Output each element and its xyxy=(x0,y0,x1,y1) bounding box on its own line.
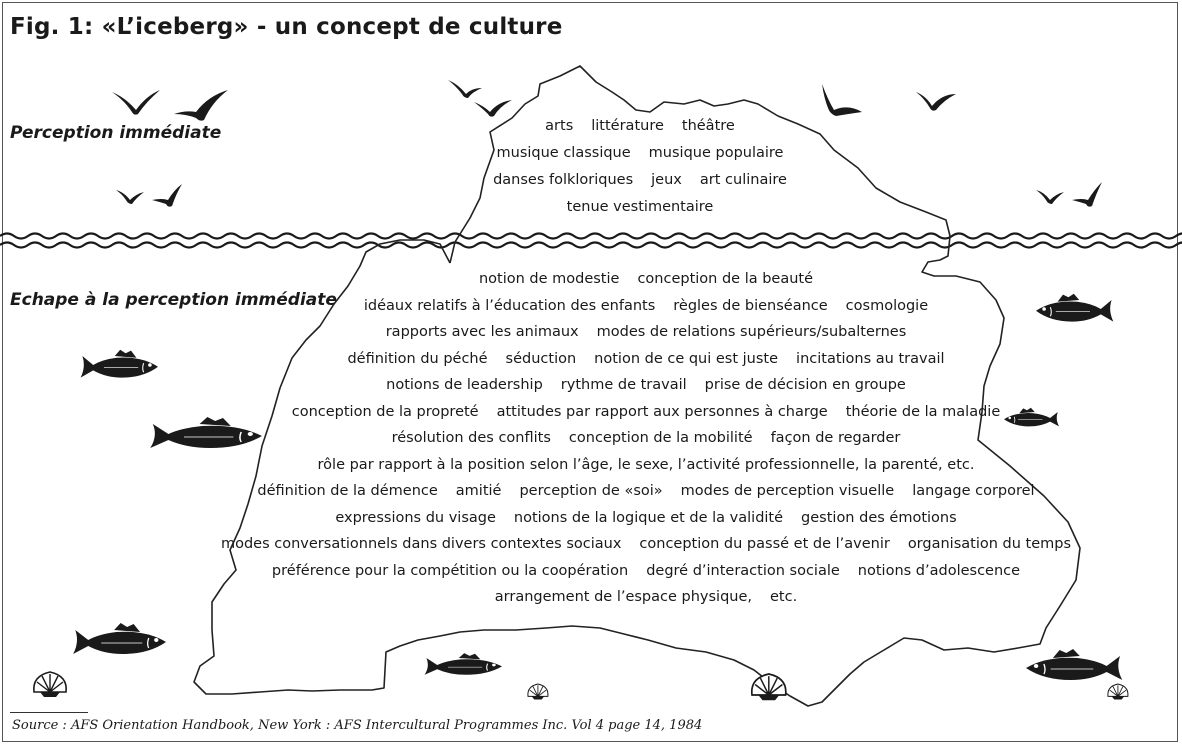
bird-icon xyxy=(448,80,482,98)
concept-item: notions de leadership xyxy=(386,377,543,393)
concept-line: notions de leadership rythme de travail pr… xyxy=(55,377,1182,393)
concept-item: modes de perception visuelle xyxy=(680,483,895,499)
concept-item: modes conversationnels dans divers conte… xyxy=(220,536,622,552)
concept-item: rôle par rapport à la position selon l’â… xyxy=(317,456,975,473)
concept-line: danses folkloriques jeux art culinaire xyxy=(49,172,1182,188)
water-surface-line xyxy=(0,232,1182,240)
water-surface-line-lower xyxy=(0,241,1182,249)
concept-item: degré d’interaction sociale xyxy=(646,562,840,579)
concept-line: préférence pour la compétition ou la coo… xyxy=(55,563,1182,579)
concept-item: théâtre xyxy=(681,118,735,134)
concept-item: amitié xyxy=(455,483,502,499)
concept-item: notion de ce qui est juste xyxy=(594,350,779,367)
figure-title: Fig. 1: «L’iceberg» - un concept de cult… xyxy=(10,14,563,40)
concept-item: notion de modestie xyxy=(478,271,620,287)
concept-item: incitations au travail xyxy=(796,350,945,367)
source-rule xyxy=(10,712,88,713)
concept-item: gestion des émotions xyxy=(801,509,957,526)
concept-item: définition de la démence xyxy=(257,483,438,499)
concept-item: organisation du temps xyxy=(907,536,1072,552)
fish-icon xyxy=(424,652,503,676)
bird-icon xyxy=(916,92,956,111)
shell-icon xyxy=(1107,683,1129,700)
label-perception-immediate: Perception immédiate xyxy=(10,123,222,143)
concept-line: rapports avec les animaux modes de relati… xyxy=(55,324,1182,340)
bird-icon xyxy=(1072,182,1102,207)
bird-icon xyxy=(1036,190,1064,204)
concept-item: façon de regarder xyxy=(770,430,901,446)
concept-item: jeux xyxy=(651,172,682,188)
concept-item: attitudes par rapport aux personnes à ch… xyxy=(496,403,828,420)
concept-line: musique classique musique populaire xyxy=(49,145,1182,161)
concept-item: arts xyxy=(545,118,574,134)
concept-item: art culinaire xyxy=(699,172,787,188)
concept-item: conception de la propreté xyxy=(291,403,479,420)
concept-item: définition du péché xyxy=(347,350,488,367)
concept-item: séduction xyxy=(505,350,577,367)
bird-icon xyxy=(822,84,862,116)
concept-item: langage corporel xyxy=(912,483,1035,499)
concept-line: tenue vestimentaire xyxy=(49,199,1182,215)
concept-item: conception du passé et de l’avenir xyxy=(639,536,890,552)
concept-line: idéaux relatifs à l’éducation des enfant… xyxy=(55,298,1182,314)
concept-line: arts littérature théâtre xyxy=(49,118,1182,134)
concept-item: arrangement de l’espace physique, xyxy=(494,589,753,605)
bird-icon xyxy=(116,190,144,204)
concept-line: rôle par rapport à la position selon l’â… xyxy=(55,457,1182,473)
source-citation: Source : AFS Orientation Handbook, New Y… xyxy=(12,718,703,733)
concept-item: conception de la beauté xyxy=(637,271,814,287)
bird-icon xyxy=(174,90,228,121)
concept-line: conception de la propreté attitudes par r… xyxy=(55,404,1182,420)
concept-item: cosmologie xyxy=(845,297,929,314)
shell-icon xyxy=(527,683,549,700)
concept-item: perception de «soi» xyxy=(519,483,663,499)
iceberg-outline xyxy=(193,65,1081,707)
concept-item: rythme de travail xyxy=(560,377,687,393)
concept-item: musique classique xyxy=(496,145,631,161)
concept-item: prise de décision en groupe xyxy=(704,377,906,393)
concept-item: musique populaire xyxy=(648,145,784,161)
fish-icon xyxy=(1025,648,1123,681)
shell-icon xyxy=(750,673,787,702)
concept-item: résolution des conflits xyxy=(391,430,551,446)
concept-item: règles de bienséance xyxy=(673,297,828,314)
concept-item: idéaux relatifs à l’éducation des enfant… xyxy=(363,297,656,314)
concept-item: expressions du visage xyxy=(335,509,496,526)
concept-item: notions d’adolescence xyxy=(857,562,1021,579)
concept-item: notions de la logique et de la validité xyxy=(513,509,784,526)
bird-icon xyxy=(112,90,160,115)
fish-icon xyxy=(72,622,167,655)
concept-item: etc. xyxy=(770,589,798,605)
concept-line: résolution des conflits conception de la … xyxy=(55,430,1182,446)
shell-icon xyxy=(32,671,67,698)
concept-item: théorie de la maladie xyxy=(845,403,1001,420)
concept-line: modes conversationnels dans divers conte… xyxy=(55,536,1182,552)
concept-item: rapports avec les animaux xyxy=(385,324,579,340)
concept-item: danses folkloriques xyxy=(493,172,634,188)
concept-item: conception de la mobilité xyxy=(568,430,753,446)
concept-line: définition de la démence amitié perception… xyxy=(55,483,1182,499)
concept-item: modes de relations supérieurs/subalterne… xyxy=(596,324,907,340)
concept-item: préférence pour la compétition ou la coo… xyxy=(271,562,629,579)
bird-icon xyxy=(474,100,512,117)
bird-icon xyxy=(152,184,182,207)
concept-line: arrangement de l’espace physique, etc. xyxy=(55,589,1182,605)
concept-item: tenue vestimentaire xyxy=(566,199,714,215)
concept-line: définition du péché séduction notion de ce… xyxy=(55,351,1182,367)
concept-line: expressions du visage notions de la logiq… xyxy=(55,510,1182,526)
concept-item: littérature xyxy=(591,118,664,134)
label-echape-perception: Echape à la perception immédiate xyxy=(10,290,337,310)
concept-line: notion de modestie conception de la beaut… xyxy=(55,271,1182,287)
